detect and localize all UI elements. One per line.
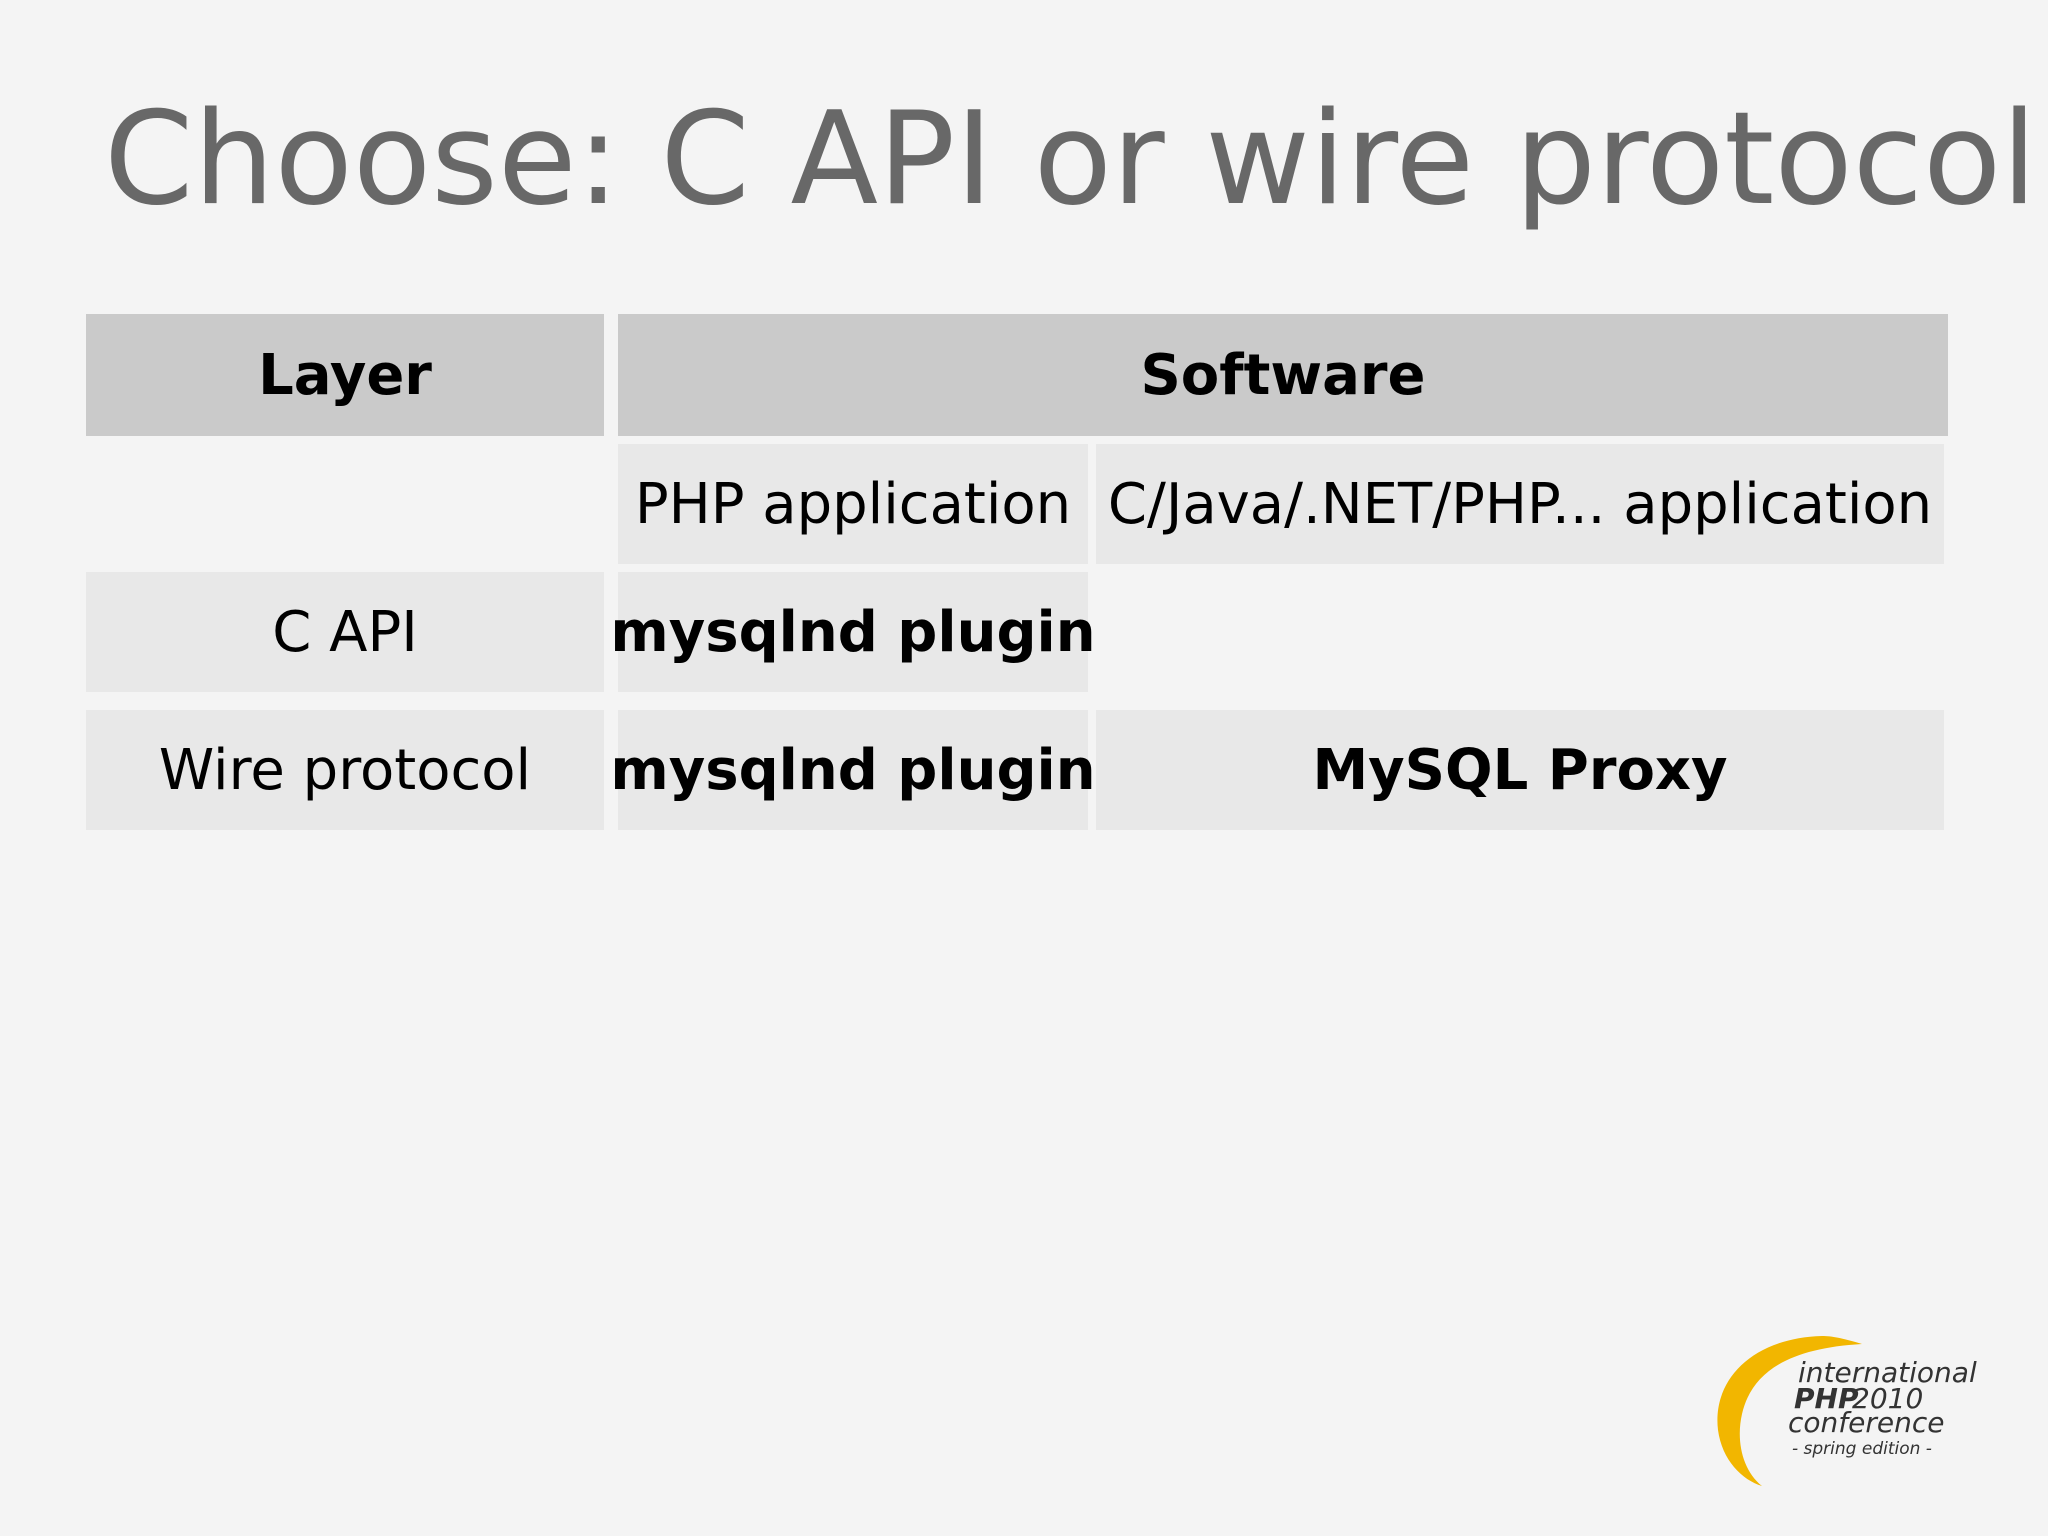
table-cell-row2-mysqlnd-plugin: mysqlnd plugin [610, 572, 1096, 692]
logo-line-conference: conference [1788, 1406, 1944, 1439]
logo-line-international: international [1798, 1356, 1977, 1389]
header-software: Software [618, 314, 1948, 436]
table-cell-row2-layer: C API [86, 572, 604, 692]
conference-logo: international PHP 2010 conference - spri… [1712, 1330, 2022, 1490]
table-cell-row1-other-application: C/Java/.NET/PHP... application [1096, 444, 1944, 564]
table-cell-row3-mysql-proxy: MySQL Proxy [1096, 710, 1944, 830]
table-cell-row2-empty [1096, 572, 1944, 692]
table-cell-row3-layer: Wire protocol [86, 710, 604, 830]
conference-logo-graphic: international PHP 2010 conference - spri… [1717, 1336, 1977, 1486]
table-cell-row3-mysqlnd-plugin: mysqlnd plugin [610, 710, 1096, 830]
swoosh-shape [1717, 1336, 1862, 1486]
logo-line-edition: - spring edition - [1792, 1439, 1932, 1459]
header-layer: Layer [86, 314, 604, 436]
slide-title: Choose: C API or wire protocol [104, 85, 2037, 234]
table-cell-row1-php-application: PHP application [618, 444, 1088, 564]
table-cell-row1-layer [86, 444, 604, 564]
logo-line-php: PHP [1794, 1382, 1859, 1415]
logo-line-year: 2010 [1852, 1382, 1923, 1415]
